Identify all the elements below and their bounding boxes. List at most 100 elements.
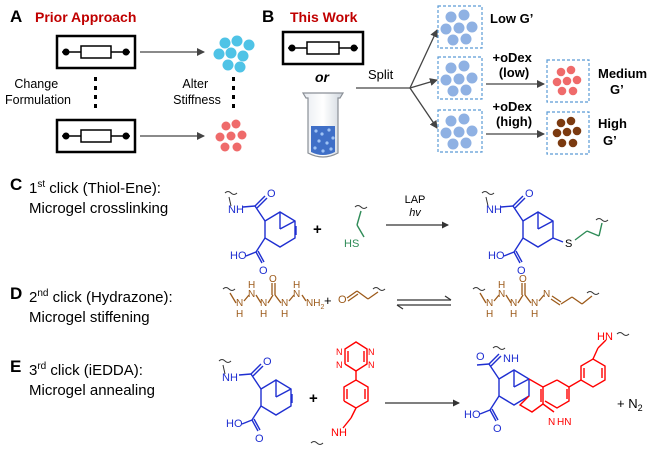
panel-e-letter: E bbox=[10, 357, 21, 376]
o-label: O bbox=[259, 265, 268, 277]
tetrazine-structure bbox=[342, 341, 369, 429]
iedda-product-structure bbox=[476, 353, 530, 422]
o-label: O bbox=[519, 274, 527, 285]
n-label: N bbox=[236, 298, 243, 309]
n-label: N bbox=[368, 347, 375, 357]
hn-label: HN bbox=[557, 417, 571, 428]
dihydropyridazine-ring bbox=[518, 339, 607, 413]
odex-high-label: +oDex (high) bbox=[492, 99, 535, 129]
polymer-wavy-icon bbox=[595, 218, 609, 222]
n-label: N bbox=[336, 347, 343, 357]
panel-a: A Prior Approach Change Formulation bbox=[5, 7, 255, 154]
n-label: N bbox=[336, 360, 343, 370]
polymer-wavy-icon bbox=[310, 441, 324, 445]
hs-label: HS bbox=[344, 238, 359, 250]
panel-d-letter: D bbox=[10, 284, 22, 303]
h-label: H bbox=[248, 280, 255, 291]
n-label: N bbox=[248, 289, 255, 300]
soft-microgel-cluster bbox=[213, 35, 255, 73]
microfluidic-device-icon bbox=[55, 34, 137, 70]
alter-stiffness-label: Alter Stiffness bbox=[173, 77, 221, 107]
reagent-hv: hv bbox=[409, 207, 422, 219]
ellipsis-vertical-icon bbox=[94, 77, 97, 108]
nh-label: NH bbox=[486, 204, 502, 216]
n-label: N bbox=[368, 360, 375, 370]
polymer-wavy-icon bbox=[354, 205, 368, 209]
panel-c-subtitle: Microgel crosslinking bbox=[29, 200, 168, 217]
medium-g-label: Medium G’ bbox=[598, 66, 651, 97]
n-label: N bbox=[293, 289, 300, 300]
nh-label: NH bbox=[503, 353, 519, 365]
split-label: Split bbox=[368, 67, 394, 82]
or-label: or bbox=[315, 69, 331, 85]
o-label: O bbox=[267, 188, 276, 200]
panel-b: B This Work or Split bbox=[262, 5, 651, 158]
ho-label: HO bbox=[488, 250, 505, 262]
microfluidic-device-icon bbox=[55, 118, 137, 154]
polymer-wavy-icon bbox=[472, 287, 486, 291]
n-label: N bbox=[486, 298, 493, 309]
microgel-box-medium bbox=[546, 59, 590, 103]
low-g-label: Low G’ bbox=[490, 11, 533, 26]
panel-c: C 1st click (Thiol-Ene): Microgel crossl… bbox=[10, 175, 609, 277]
plus-sign: + bbox=[313, 221, 322, 238]
panel-c-letter: C bbox=[10, 175, 22, 194]
high-g-label: High G’ bbox=[598, 116, 631, 148]
panel-c-title: 1st click (Thiol-Ene): bbox=[29, 179, 161, 197]
norbornene-structure bbox=[242, 195, 297, 264]
polymer-wavy-icon bbox=[372, 287, 386, 291]
o-label: O bbox=[269, 274, 277, 285]
polymer-wavy-icon bbox=[481, 191, 495, 195]
n-label: N bbox=[543, 289, 550, 300]
n-label: N bbox=[498, 289, 505, 300]
polymer-wavy-icon bbox=[222, 287, 236, 291]
hn-label: HN bbox=[597, 331, 613, 343]
change-formulation-label: Change Formulation bbox=[5, 77, 71, 107]
microgel-box-low bbox=[437, 5, 483, 49]
microgel-box-high bbox=[546, 111, 590, 155]
n2-byproduct: + N2 bbox=[617, 396, 643, 413]
microgel-box-mid bbox=[437, 56, 483, 100]
reagent-lap: LAP bbox=[405, 194, 426, 206]
panel-d: D 2nd click (Hydrazone): Microgel stiffe… bbox=[10, 274, 600, 326]
o-label: O bbox=[338, 294, 347, 306]
arrow bbox=[409, 29, 438, 89]
n-label: N bbox=[548, 417, 555, 428]
nh-label: NH bbox=[228, 204, 244, 216]
panel-b-letter: B bbox=[262, 7, 274, 26]
microfluidic-device-icon bbox=[281, 30, 365, 66]
nh-label: NH bbox=[222, 372, 238, 384]
s-label: S bbox=[565, 238, 572, 250]
odex-low-label: +oDex (low) bbox=[492, 50, 535, 80]
arrow bbox=[409, 87, 438, 129]
arrow bbox=[409, 78, 438, 89]
hydrazone-structure bbox=[479, 283, 593, 306]
o-label: O bbox=[476, 351, 485, 363]
panel-b-title: This Work bbox=[290, 9, 358, 25]
stiff-microgel-cluster bbox=[215, 119, 247, 152]
equilibrium-arrow bbox=[396, 295, 452, 310]
thiol-structure bbox=[356, 210, 365, 238]
thiol-chain bbox=[574, 222, 603, 241]
tube-icon bbox=[301, 92, 345, 158]
ellipsis-vertical-icon bbox=[232, 77, 235, 108]
panel-e-subtitle: Microgel annealing bbox=[29, 382, 155, 399]
ho-label: HO bbox=[226, 418, 243, 430]
thioether-product-structure bbox=[500, 195, 564, 264]
h-label: H bbox=[260, 309, 267, 320]
h-label: H bbox=[293, 280, 300, 291]
plus-sign: + bbox=[324, 293, 332, 308]
polymer-wavy-icon bbox=[616, 332, 630, 336]
aldehyde-structure bbox=[346, 290, 379, 302]
norbornene-structure bbox=[238, 363, 293, 432]
o-label: O bbox=[263, 356, 272, 368]
n-label: N bbox=[510, 298, 517, 309]
plus-sign: + bbox=[309, 390, 318, 407]
h-label: H bbox=[531, 309, 538, 320]
polymer-wavy-icon bbox=[492, 346, 506, 350]
n-label: N bbox=[260, 298, 267, 309]
o-label: O bbox=[493, 423, 502, 435]
hydrazide-structure bbox=[229, 283, 307, 304]
n-label: N bbox=[531, 298, 538, 309]
